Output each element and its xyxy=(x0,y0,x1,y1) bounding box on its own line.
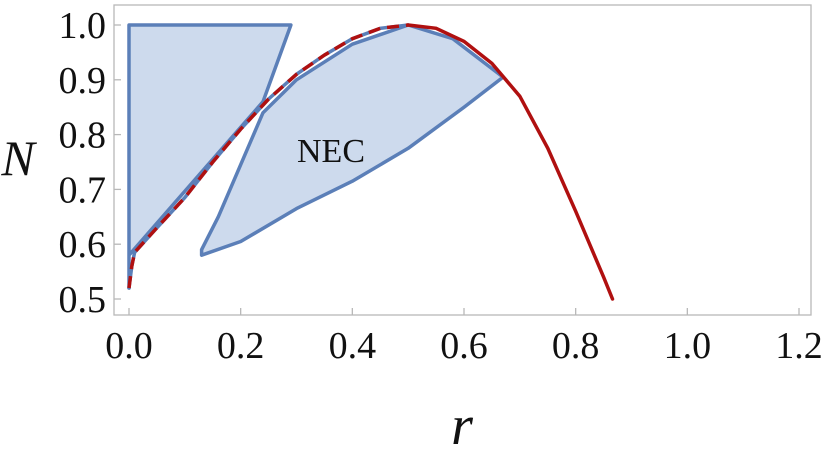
nec-region-2 xyxy=(199,23,505,257)
y-tick-label: 0.9 xyxy=(59,60,107,102)
x-tick-label: 0.6 xyxy=(440,325,488,367)
curve-solid xyxy=(406,23,615,301)
x-axis-label: r xyxy=(451,395,473,457)
y-tick-label: 0.5 xyxy=(59,279,107,321)
y-tick-label: 0.7 xyxy=(59,169,107,211)
x-tick-label: 1.0 xyxy=(664,325,712,367)
curve-dashed xyxy=(127,23,409,289)
x-tick-label: 1.2 xyxy=(775,325,823,367)
x-tick-label: 0.8 xyxy=(552,325,600,367)
y-axis-label: N xyxy=(0,130,37,186)
x-tick-label: 0.2 xyxy=(217,325,265,367)
nec-regions xyxy=(127,23,505,290)
y-tick-label: 1.0 xyxy=(59,5,107,47)
nec-region-1 xyxy=(127,23,293,290)
nec-annotation: NEC xyxy=(297,133,365,170)
x-tick-label: 0.0 xyxy=(105,325,153,367)
y-tick-label: 0.8 xyxy=(59,115,107,157)
x-tick-label: 0.4 xyxy=(329,325,377,367)
y-tick-label: 0.6 xyxy=(59,224,107,266)
axis-ticks: 0.0 0.2 0.4 0.6 0.8 1.0 1.2 0.5 0.6 0.7 0.8 0.9 1.0 xyxy=(59,5,823,367)
curve xyxy=(127,23,615,301)
